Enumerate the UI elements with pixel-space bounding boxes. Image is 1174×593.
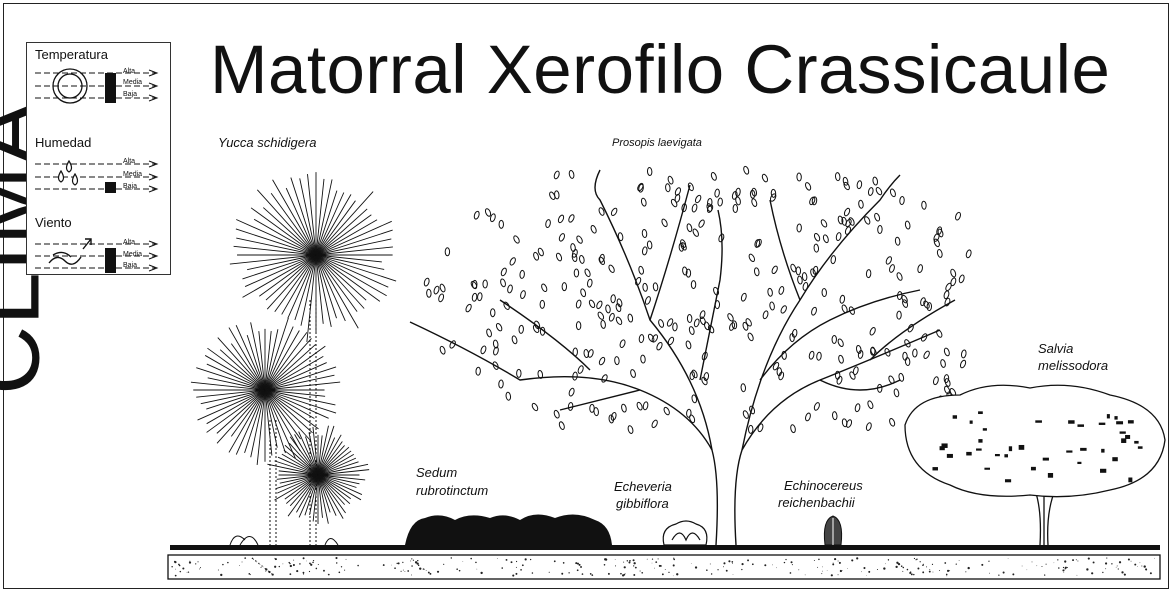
ground-line (170, 545, 1160, 550)
sedum-shrub (405, 514, 612, 545)
echeveria-plant (663, 521, 707, 545)
prosopis-tree (410, 166, 972, 545)
echinocereus-plant (824, 516, 841, 545)
yucca-plant (191, 172, 396, 545)
grass-tufts (230, 536, 338, 545)
soil-strip (168, 555, 1160, 579)
salvia-shrub (905, 385, 1165, 545)
